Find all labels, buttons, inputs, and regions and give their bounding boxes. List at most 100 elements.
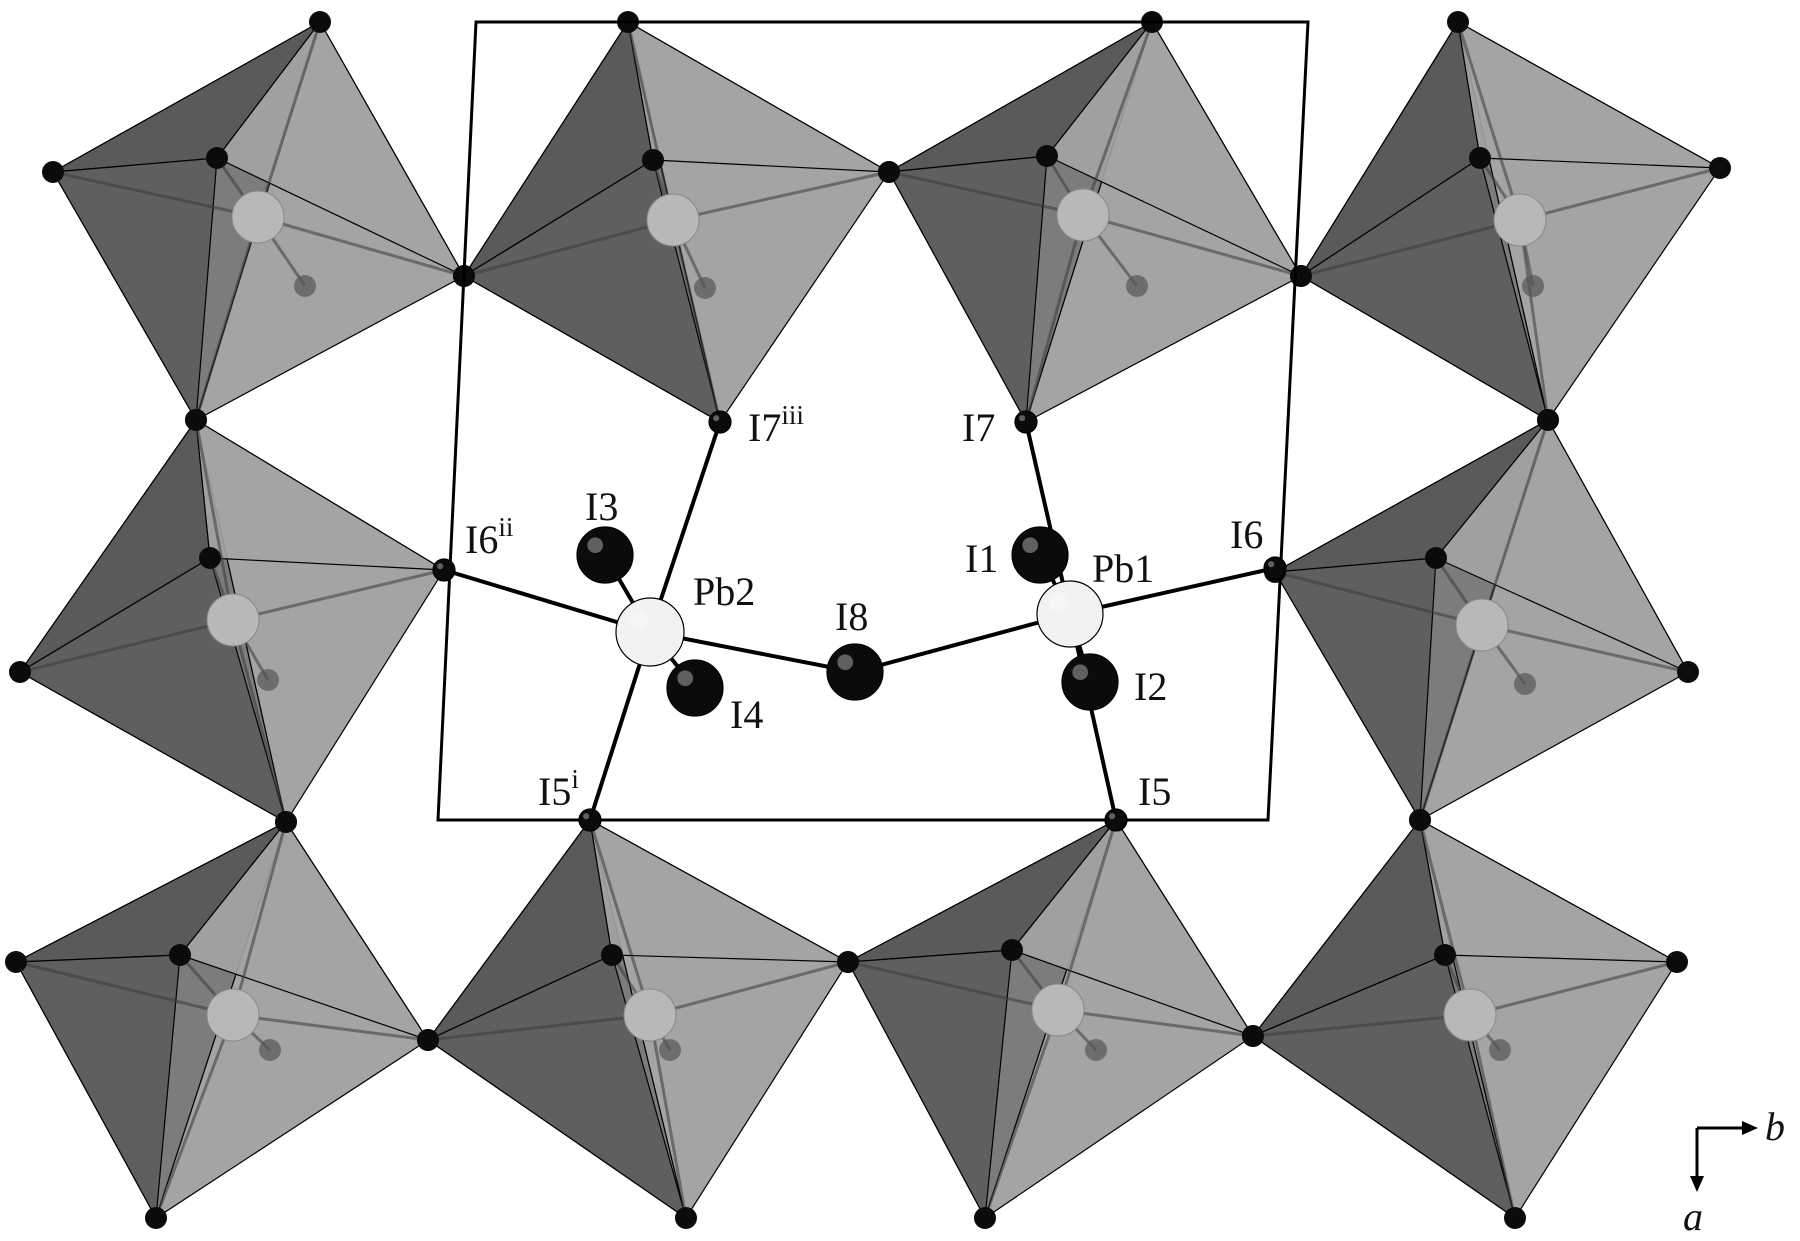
atom-I7 — [1014, 410, 1038, 434]
atom-I5-highlight — [1109, 813, 1116, 820]
octahedron-inner-bond — [1274, 570, 1483, 627]
octahedron-iodine-atom — [837, 951, 859, 973]
octahedron-lead-atom — [206, 988, 260, 1042]
octahedron-9 — [837, 809, 1264, 1229]
label-Pb2: Pb2 — [693, 569, 755, 614]
octahedron-3 — [878, 11, 1312, 433]
octahedron-face-rear — [1046, 20, 1303, 278]
atom-I6-sphere — [1263, 556, 1287, 580]
bond-Pb1-I5 — [1068, 613, 1118, 821]
atom-Pb2-sphere — [615, 597, 685, 667]
atom-I5i-sphere — [578, 808, 602, 832]
atom-Pb2 — [615, 597, 685, 667]
octahedron-inner-bond — [1024, 214, 1085, 423]
bond-Pb1-I8 — [854, 612, 1071, 674]
octahedron-1 — [42, 11, 475, 431]
octahedron-face-front-lower — [888, 155, 1048, 425]
octahedron-inner-bond — [1252, 1013, 1471, 1038]
octahedron-inner-bond — [671, 219, 722, 423]
atom-I1-highlight — [1022, 537, 1039, 554]
atom-I6ii — [432, 558, 456, 582]
octahedron-inner-bond — [649, 960, 849, 1017]
octahedron-face-front-lower — [15, 954, 181, 1221]
atom-I2 — [1061, 653, 1119, 711]
atom-I5-sphere — [1104, 808, 1128, 832]
label-I1: I1 — [965, 536, 998, 581]
octahedron-iodine-atom — [206, 147, 228, 169]
octahedron-hidden-iodine — [259, 1039, 281, 1061]
octahedron-hidden-iodine — [659, 1039, 681, 1061]
atom-I1 — [1011, 526, 1069, 584]
octahedron-iodine-atom — [275, 811, 297, 833]
label-I5: I5 — [1138, 769, 1171, 814]
octahedron-inner-bond — [194, 216, 260, 421]
atom-I3-highlight — [587, 537, 604, 554]
label-I5i: I5i — [538, 764, 579, 814]
octahedron-iodine-atom — [1001, 939, 1023, 961]
octahedron-hidden-iodine — [1126, 275, 1148, 297]
atom-Pb1-sphere — [1036, 580, 1104, 648]
octahedron-face-rear — [1435, 418, 1690, 674]
atom-I4-highlight — [677, 670, 694, 687]
label-I6ii-superscript: ii — [498, 512, 513, 542]
octahedron-inner-bond — [257, 215, 465, 278]
octahedron-inner-bond — [19, 618, 234, 674]
label-I5i-superscript: i — [571, 764, 579, 794]
octahedron-iodine-atom — [878, 161, 900, 183]
octahedron-iodine-atom — [1504, 1207, 1526, 1229]
octahedron-hidden-iodine — [694, 277, 716, 299]
atom-I7iii-highlight — [713, 415, 720, 422]
octahedron-inner-bond — [648, 1014, 688, 1219]
octahedron-inner-bond — [1456, 21, 1522, 221]
octahedron-inner-bond — [983, 1009, 1060, 1219]
octahedron-face-rear — [179, 820, 430, 1042]
octahedron-iodine-atom — [185, 409, 207, 431]
octahedron-lead-atom — [206, 593, 260, 647]
octahedron-hidden-iodine — [257, 669, 279, 691]
octahedron-inner-bond — [1518, 219, 1550, 421]
octahedron-iodine-atom — [601, 944, 623, 966]
octahedron-face-rear — [195, 418, 445, 571]
octahedron-iodine-atom — [1409, 809, 1431, 831]
octahedron-face-rear — [589, 818, 849, 963]
octahedron-6 — [1264, 409, 1699, 831]
octahedron-face-front-lower — [1274, 557, 1437, 823]
octahedron-face-rear — [1011, 818, 1255, 1038]
atom-I7iii-sphere — [708, 410, 732, 434]
octahedron-iodine-atom — [642, 149, 664, 171]
atom-I6-highlight — [1268, 561, 1275, 568]
octahedron-lead-atom — [1493, 193, 1547, 247]
atom-I6ii-highlight — [437, 563, 444, 570]
octahedron-hidden-iodine — [1489, 1039, 1511, 1061]
octahedron-face-front-lower — [847, 949, 1013, 1221]
label-I3: I3 — [585, 484, 618, 529]
octahedron-lead-atom — [623, 988, 677, 1042]
octahedron-inner-bond — [1469, 960, 1678, 1017]
octahedron-face-rear — [627, 20, 890, 173]
octahedron-inner-bond — [232, 1013, 429, 1042]
octahedron-face-front-lower — [426, 954, 688, 1220]
octahedron-inner-bond — [588, 819, 652, 1016]
octahedron-hidden-iodine — [1514, 673, 1536, 695]
octahedron-inner-bond — [256, 21, 322, 218]
octahedron-iodine-atom — [42, 161, 64, 183]
atom-I2-highlight — [1072, 664, 1089, 681]
octahedron-iodine-atom — [169, 944, 191, 966]
octahedron-7 — [5, 811, 439, 1229]
atom-I2-sphere — [1061, 653, 1119, 711]
octahedron-iodine-atom — [1425, 547, 1447, 569]
octahedron-iodine-atom — [1434, 944, 1456, 966]
octahedron-lead-atom — [646, 193, 700, 247]
octahedron-hidden-iodine — [1085, 1039, 1107, 1061]
octahedron-inner-bond — [427, 1013, 651, 1042]
octahedron-inner-bond — [1480, 419, 1550, 626]
octahedron-5 — [9, 409, 455, 833]
octahedron-inner-bond — [1519, 166, 1721, 222]
octahedron-inner-bond — [626, 21, 675, 221]
atom-I6ii-sphere — [432, 558, 456, 582]
atom-I8-sphere — [826, 643, 884, 701]
octahedron-10 — [1242, 809, 1688, 1229]
a-axis-arrowhead — [1690, 1176, 1704, 1192]
octahedron-inner-bond — [231, 821, 288, 1016]
